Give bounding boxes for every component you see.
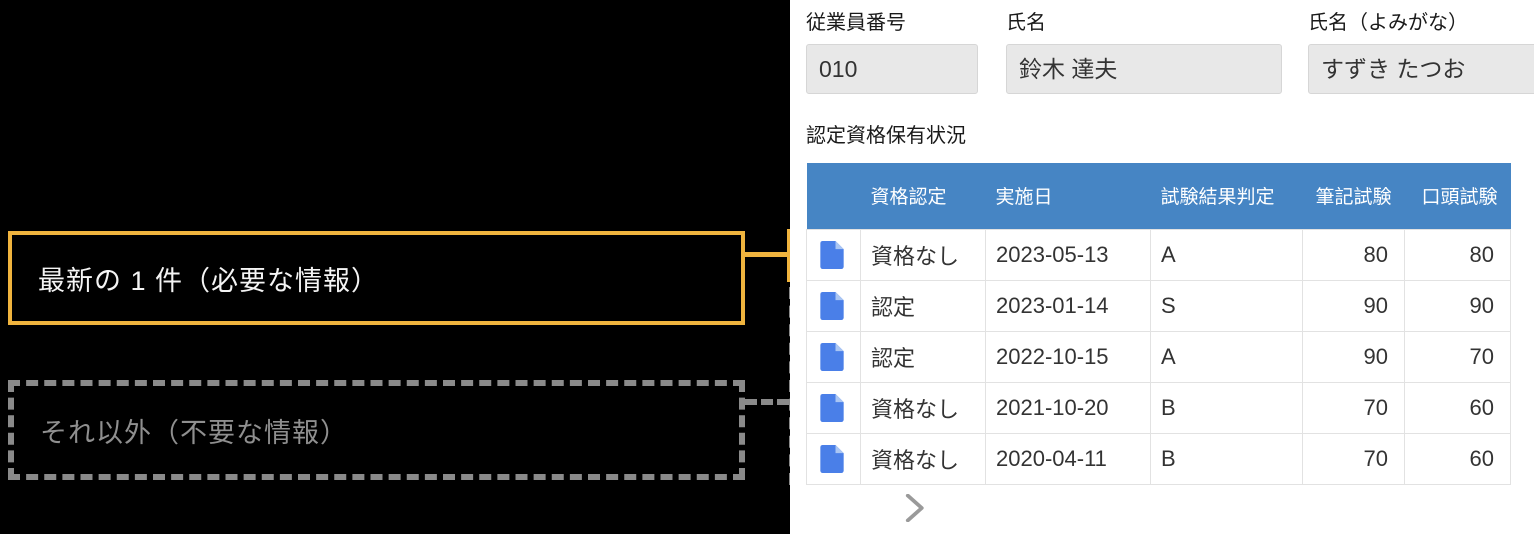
cell-qualification: 資格なし bbox=[860, 432, 986, 485]
column-header-result: 試験結果判定 bbox=[1150, 163, 1303, 229]
cell-qualification: 認定 bbox=[860, 279, 986, 332]
row-icon-cell bbox=[806, 228, 861, 281]
cell-oral-score: 70 bbox=[1404, 330, 1511, 383]
document-icon[interactable] bbox=[820, 291, 844, 320]
row-icon-cell bbox=[806, 432, 861, 485]
table-row: 認定 2022-10-15 A 90 70 bbox=[806, 330, 1511, 383]
field-name-kana: 氏名（よみがな） すずき たつお bbox=[1308, 8, 1534, 94]
table-row: 資格なし 2023-05-13 A 80 80 bbox=[806, 228, 1511, 281]
cell-qualification: 資格なし bbox=[860, 228, 986, 281]
cell-written-score: 80 bbox=[1302, 228, 1405, 281]
cell-result: S bbox=[1150, 279, 1303, 332]
cell-written-score: 70 bbox=[1302, 381, 1405, 434]
document-icon[interactable] bbox=[820, 444, 844, 473]
qualification-subtable: 資格認定 実施日 試験結果判定 筆記試験 口頭試験 資格なし 2023-05-1… bbox=[806, 163, 1511, 485]
annotation-latest-box: 最新の 1 件（必要な情報） bbox=[8, 231, 745, 325]
cell-result: B bbox=[1150, 381, 1303, 434]
subtable-title: 認定資格保有状況 bbox=[806, 125, 966, 147]
row-icon-cell bbox=[806, 381, 861, 434]
annotation-latest-label: 最新の 1 件（必要な情報） bbox=[38, 265, 380, 296]
column-header-qualification: 資格認定 bbox=[860, 163, 986, 229]
field-name-kana-label: 氏名（よみがな） bbox=[1308, 12, 1468, 34]
cell-written-score: 90 bbox=[1302, 279, 1405, 332]
document-icon[interactable] bbox=[820, 393, 844, 422]
cell-result: A bbox=[1150, 330, 1303, 383]
cell-written-score: 90 bbox=[1302, 330, 1405, 383]
cell-date: 2021-10-20 bbox=[985, 381, 1151, 434]
column-header-oral: 口頭試験 bbox=[1404, 163, 1511, 229]
cell-qualification: 認定 bbox=[860, 330, 986, 383]
record-detail-panel: 従業員番号 010 氏名 鈴木 達夫 氏名（よみがな） すずき たつお 認定資格… bbox=[790, 0, 1534, 534]
annotation-others-label: それ以外（不要な情報） bbox=[40, 417, 348, 448]
field-name: 氏名 鈴木 達夫 bbox=[1006, 8, 1282, 94]
subtable-scroll-right-chevron[interactable] bbox=[900, 492, 928, 524]
table-row: 認定 2023-01-14 S 90 90 bbox=[806, 279, 1511, 332]
cell-date: 2023-01-14 bbox=[985, 279, 1151, 332]
cell-result: A bbox=[1150, 228, 1303, 281]
name-input[interactable]: 鈴木 達夫 bbox=[1006, 44, 1282, 94]
document-icon[interactable] bbox=[820, 342, 844, 371]
field-employee-number: 従業員番号 010 bbox=[806, 8, 978, 94]
cell-qualification: 資格なし bbox=[860, 381, 986, 434]
name-kana-input[interactable]: すずき たつお bbox=[1308, 44, 1534, 94]
employee-number-input[interactable]: 010 bbox=[806, 44, 978, 94]
annotation-latest-connector-line bbox=[745, 252, 789, 257]
cell-oral-score: 90 bbox=[1404, 279, 1511, 332]
cell-date: 2023-05-13 bbox=[985, 228, 1151, 281]
table-row: 資格なし 2021-10-20 B 70 60 bbox=[806, 381, 1511, 434]
column-header-date: 実施日 bbox=[985, 163, 1151, 229]
subtable-header-row: 資格認定 実施日 試験結果判定 筆記試験 口頭試験 bbox=[806, 163, 1511, 229]
row-icon-cell bbox=[806, 279, 861, 332]
annotation-others-connector-line bbox=[745, 399, 789, 405]
cell-date: 2020-04-11 bbox=[985, 432, 1151, 485]
field-name-label: 氏名 bbox=[1006, 12, 1046, 34]
annotation-others-box: それ以外（不要な情報） bbox=[8, 380, 745, 480]
column-header-icon bbox=[806, 163, 861, 229]
cell-oral-score: 60 bbox=[1404, 432, 1511, 485]
cell-date: 2022-10-15 bbox=[985, 330, 1151, 383]
row-icon-cell bbox=[806, 330, 861, 383]
field-employee-number-label: 従業員番号 bbox=[806, 12, 906, 34]
cell-result: B bbox=[1150, 432, 1303, 485]
cell-oral-score: 80 bbox=[1404, 228, 1511, 281]
document-icon[interactable] bbox=[820, 240, 844, 269]
cell-oral-score: 60 bbox=[1404, 381, 1511, 434]
cell-written-score: 70 bbox=[1302, 432, 1405, 485]
column-header-written: 筆記試験 bbox=[1302, 163, 1405, 229]
table-row: 資格なし 2020-04-11 B 70 60 bbox=[806, 432, 1511, 485]
